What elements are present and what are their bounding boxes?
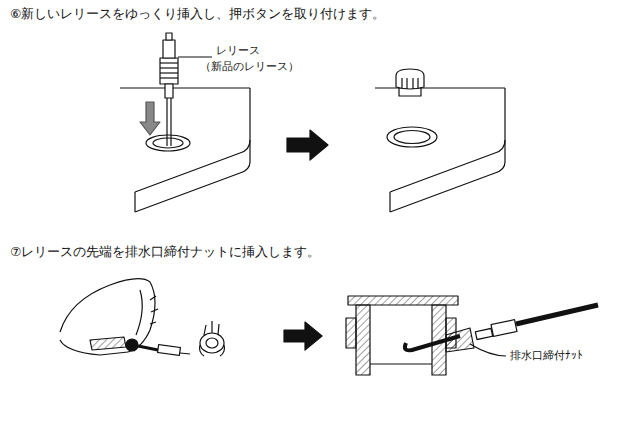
leader-line [470, 344, 506, 356]
toilet-bowl [60, 279, 158, 355]
push-button [396, 69, 424, 96]
step-arrow [284, 322, 322, 350]
drain-nut-small [200, 321, 225, 356]
part-name: 排水口締付ﾅｯﾄ [510, 349, 583, 362]
part-name: レリース [216, 44, 260, 57]
step-arrow [287, 130, 328, 160]
part-note: （新品のレリース） [200, 60, 299, 73]
insert-arrow [140, 102, 160, 135]
release-part [160, 33, 212, 146]
cable-end [475, 305, 598, 340]
tank-left [120, 88, 250, 212]
step-heading: ⑦レリースの先端を排水口締付ナットに挿入します。 [10, 244, 320, 259]
tank-right [375, 88, 505, 212]
release-cable [138, 345, 190, 356]
step-heading: ⑥新しいレリースをゆっくり挿入し、押ボタンを取り付けます。 [10, 6, 385, 21]
drain-section [346, 296, 474, 375]
